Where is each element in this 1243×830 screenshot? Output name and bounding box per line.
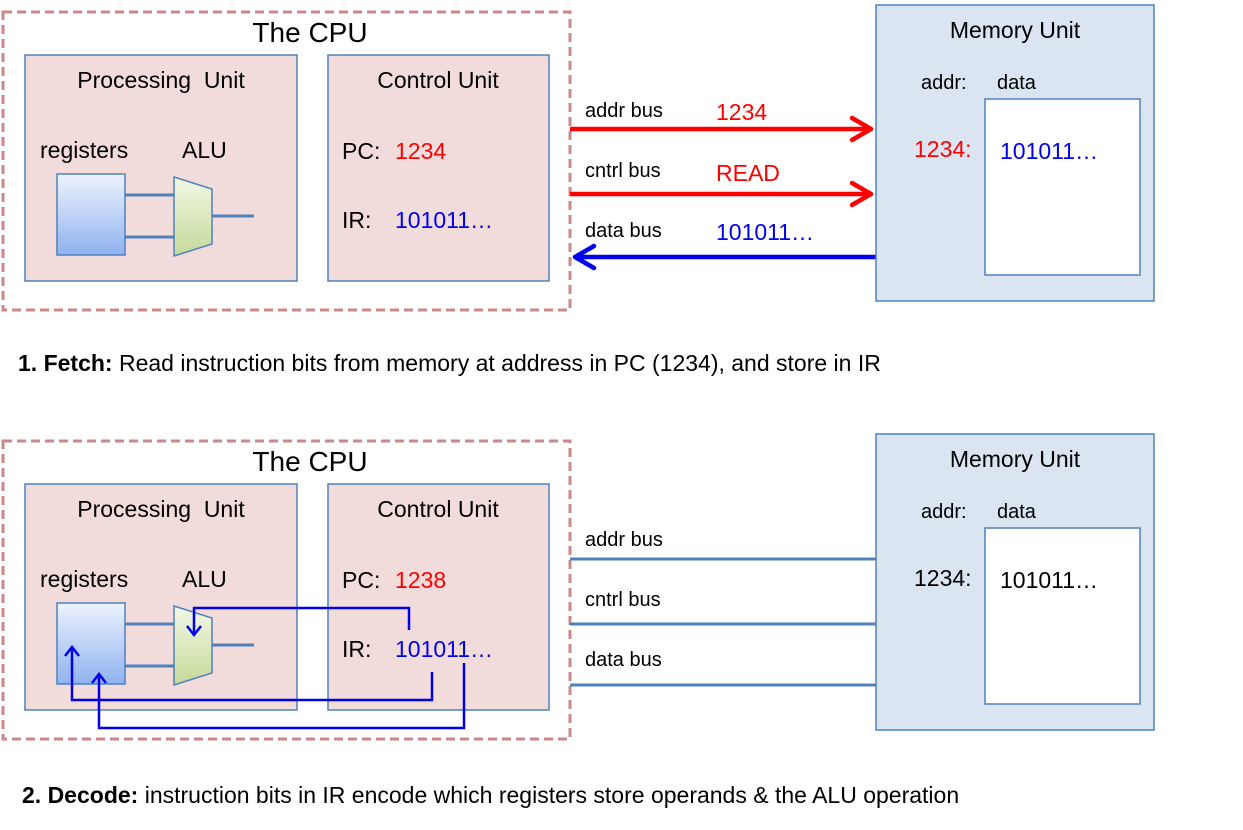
ir-value: 101011… (395, 636, 493, 662)
alu-shape (173, 604, 213, 687)
ir-value: 101011… (395, 207, 493, 233)
ir-label: IR: (342, 207, 371, 233)
addr-bus-value: 1234 (716, 99, 767, 125)
memory-addr-header: addr: (921, 72, 967, 94)
data-bus-value: 101011… (716, 219, 814, 245)
memory-unit-title: Memory Unit (950, 17, 1081, 43)
pc-value: 1234 (395, 138, 446, 164)
alu-label: ALU (182, 566, 227, 592)
alu-shape (173, 175, 213, 258)
cntrl-bus-label: cntrl bus (585, 589, 661, 611)
ir-to-register-a-arrowhead (64, 644, 80, 657)
ir-to-register-b-line (97, 663, 466, 730)
registers-label: registers (40, 566, 128, 592)
cntrl-bus-label: cntrl bus (585, 160, 661, 182)
data-bus-arrowhead (572, 243, 597, 271)
pc-value: 1238 (395, 567, 446, 593)
control-unit-box (327, 54, 550, 282)
memory-data-header: data (997, 501, 1037, 523)
memory-data-value: 101011… (1000, 138, 1098, 164)
memory-address: 1234: (914, 136, 972, 162)
addr-bus-label: addr bus (585, 100, 663, 122)
cpu-title: The CPU (252, 17, 367, 48)
memory-address: 1234: (914, 565, 972, 591)
memory-data-header: data (997, 72, 1037, 94)
cntrl-bus-arrowhead (849, 180, 874, 208)
data-bus-label: data bus (585, 220, 662, 242)
decode-signal-lines (64, 606, 466, 730)
fetch-panel: The CPU Processing Unit registers ALU Co… (1, 4, 1155, 376)
ir-to-register-a-line (70, 648, 434, 702)
memory-addr-header: addr: (921, 501, 967, 523)
pc-label: PC: (342, 567, 380, 593)
memory-data-value: 101011… (1000, 567, 1098, 593)
ir-label: IR: (342, 636, 371, 662)
control-unit-title: Control Unit (377, 67, 499, 93)
addr-bus-label: addr bus (585, 529, 663, 551)
processing-unit-title: Processing Unit (77, 67, 245, 93)
memory-data-area (984, 527, 1141, 705)
ir-to-alu-line (192, 606, 411, 634)
memory-data-area (984, 98, 1141, 276)
alu-label: ALU (182, 137, 227, 163)
fetch-caption: 1. Fetch: Read instruction bits from mem… (18, 350, 881, 376)
ir-to-alu-arrowhead (186, 625, 202, 638)
addr-bus-arrowhead (849, 115, 874, 143)
registers-label: registers (40, 137, 128, 163)
pc-label: PC: (342, 138, 380, 164)
control-unit-title: Control Unit (377, 496, 499, 522)
decode-panel: The CPU Processing Unit registers ALU Co… (1, 433, 1155, 808)
cntrl-bus-value: READ (716, 160, 780, 186)
processing-unit-title: Processing Unit (77, 496, 245, 522)
data-bus-label: data bus (585, 649, 662, 671)
registers-block (56, 173, 126, 256)
memory-unit-title: Memory Unit (950, 446, 1081, 472)
ir-to-register-b-arrowhead (91, 671, 107, 684)
decode-caption: 2. Decode: instruction bits in IR encode… (22, 782, 959, 808)
registers-block (56, 602, 126, 685)
cpu-title: The CPU (252, 446, 367, 477)
control-unit-box (327, 483, 550, 711)
